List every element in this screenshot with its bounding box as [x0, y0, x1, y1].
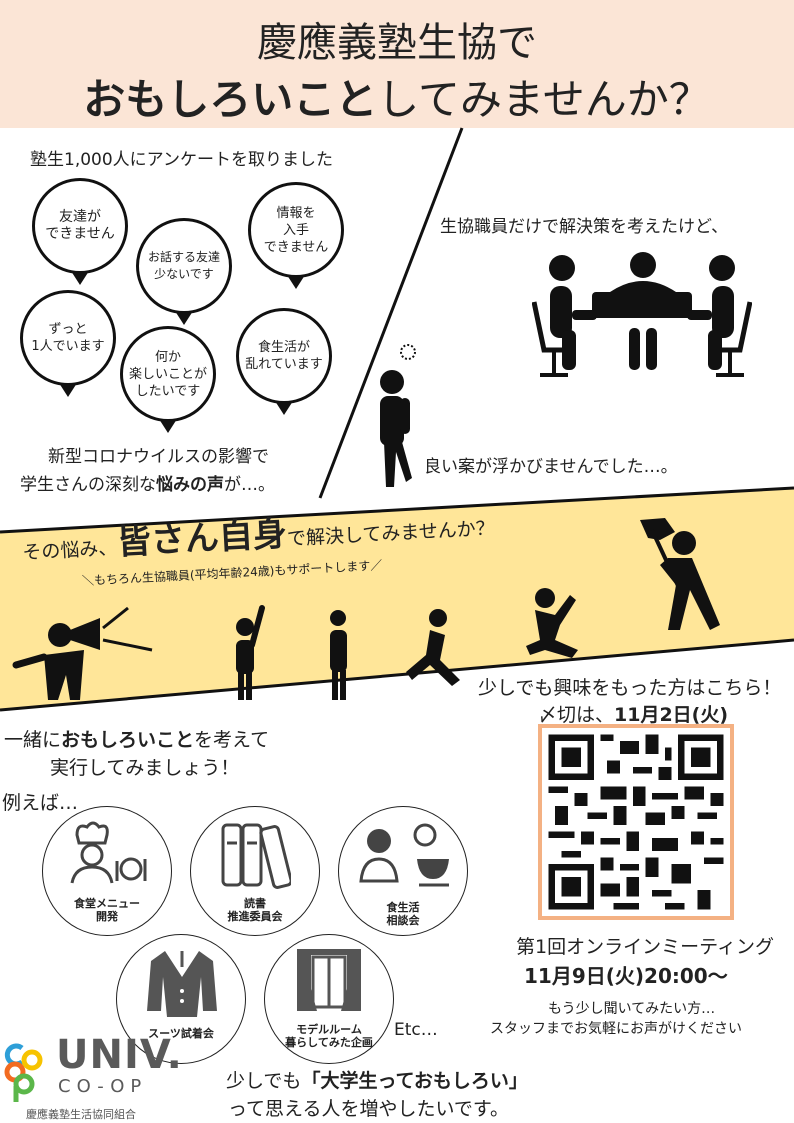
logo-coop-text: CO-OP [58, 1076, 148, 1097]
contact-line2: スタッフまでお気軽にお声がけください [490, 1021, 742, 1037]
logo-univ-text: UNIV. [56, 1032, 183, 1078]
meeting-title: 第1回オンラインミーティング [516, 936, 774, 958]
example-diet-consultation: 食生活 相談会 [338, 806, 468, 936]
speech-bubble: 食生活が 乱れています [236, 308, 332, 415]
example-cafeteria-menu: 食堂メニュー 開発 [42, 806, 172, 936]
examples-label: 例えば… [2, 792, 79, 814]
together-line2: 実行してみましょう！ [50, 757, 240, 779]
header-banner [0, 0, 794, 128]
example-reading-committee: 読書 推進委員会 [190, 806, 320, 936]
books-icon [221, 823, 291, 889]
page-title-line1: 慶應義塾生協で [257, 20, 537, 66]
survey-caption-line2: 学生さんの深刻な悩みの声が…。 [20, 475, 275, 495]
qr-code-pattern-icon [542, 728, 730, 916]
meeting-table-icon [532, 252, 752, 377]
suit-icon [147, 951, 217, 1017]
together-line1: 一緒におもしろいことを考えて [4, 729, 270, 751]
survey-caption-line1: 新型コロナウイルスの影響で [48, 447, 269, 467]
qr-code[interactable] [538, 724, 734, 920]
speech-bubble: 友達が できません [32, 178, 128, 285]
coop-logo-mark-icon [4, 1043, 43, 1102]
closing-line1: 少しでも「大学生っておもしろい」 [226, 1070, 528, 1092]
window-curtain-icon [297, 949, 361, 1011]
staff-line2: 良い案が浮かびませんでした…。 [424, 457, 678, 477]
closing-line2: って思える人を増やしたいです。 [228, 1098, 510, 1120]
page-title-line2: おもしろいことしてみませんか？ [83, 75, 711, 124]
interest-text: 少しでも興味をもった方はこちら！ [478, 677, 782, 699]
meeting-datetime: 11月9日(火)20:00〜 [524, 964, 728, 988]
thinking-person-icon [380, 344, 416, 487]
etc-text: Etc… [394, 1020, 438, 1040]
logo-org-name: 慶應義塾生活協同組合 [26, 1108, 136, 1121]
progress-figures-icon [12, 518, 720, 700]
speech-bubble: 情報を 入手 できません [248, 182, 344, 289]
consultation-icon [359, 823, 449, 887]
staff-line1: 生協職員だけで解決策を考えたけど、 [440, 217, 729, 237]
title-emphasis: おもしろいこと [83, 75, 378, 124]
survey-heading: 塾生1,000人にアンケートを取りました [30, 150, 333, 170]
contact-line1: もう少し聞いてみたい方… [548, 1001, 716, 1017]
deadline-text: 〆切は、11月2日(火) [538, 704, 729, 726]
example-model-room: モデルルーム 暮らしてみた企画 [264, 934, 394, 1064]
example-suit-fitting: スーツ試着会 [116, 934, 246, 1064]
chef-icon [70, 821, 147, 884]
speech-bubble: お話する友達 少ないです [136, 218, 232, 325]
speech-bubble: ずっと 1人でいます [20, 290, 116, 397]
speech-bubble: 何か 楽しいことが したいです [120, 326, 216, 433]
